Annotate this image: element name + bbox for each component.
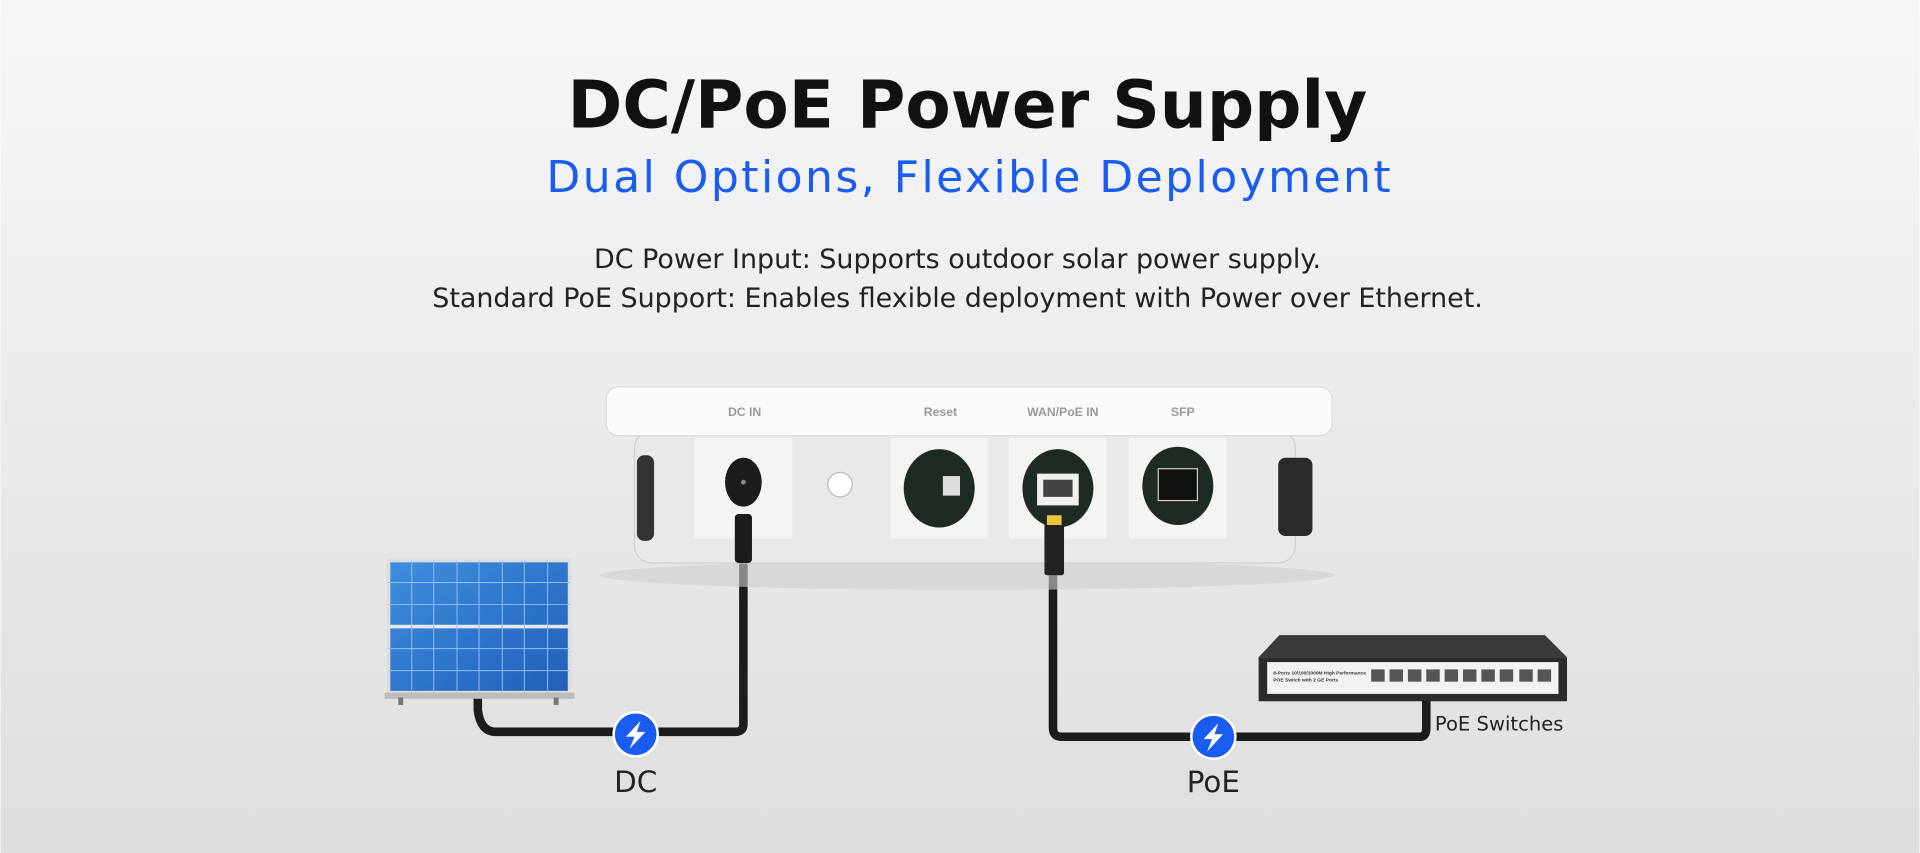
page-title: DC/PoE Power Supply (567, 66, 1367, 143)
dc-label: DC (614, 765, 657, 799)
description-line-poe: Standard PoE Support: Enables flexible d… (432, 283, 1483, 314)
outdoor-access-point-device: DC IN Reset WAN/PoE IN SFP (600, 386, 1335, 590)
port-label-sfp: SFP (1171, 405, 1195, 419)
poe-switch: 8-Ports 10/100/1000M High Performance PO… (1258, 635, 1568, 702)
port-label-reset: Reset (924, 405, 957, 419)
switch-ethernet-ports (1371, 669, 1552, 682)
poe-label: PoE (1187, 765, 1240, 799)
rj45-plug (1044, 514, 1065, 576)
dc-plug (734, 514, 752, 563)
poe-switches-label: PoE Switches (1435, 713, 1564, 736)
poe-lightning-bolt-icon (1190, 713, 1237, 760)
poe-cable (1048, 575, 1431, 742)
port-label-dc-in: DC IN (728, 405, 761, 419)
description-line-dc: DC Power Input: Supports outdoor solar p… (594, 244, 1321, 275)
page-subtitle: Dual Options, Flexible Deployment (546, 152, 1393, 203)
dc-lightning-bolt-icon (612, 711, 659, 758)
port-label-wan-poe-in: WAN/PoE IN (1027, 405, 1098, 419)
solar-panel (384, 558, 575, 705)
switch-model-text: 8-Ports 10/100/1000M High Performance (1273, 670, 1366, 676)
switch-model-text-2: POE Switch with 2 GE Ports (1273, 678, 1338, 684)
reset-port (903, 449, 975, 528)
screw-icon (827, 471, 853, 498)
